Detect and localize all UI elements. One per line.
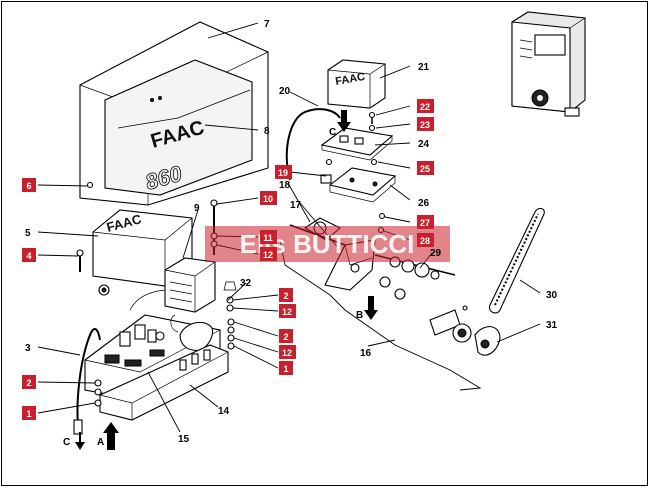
svg-text:28: 28: [420, 236, 430, 246]
svg-text:A: A: [97, 437, 104, 448]
part-label-16: 16: [360, 348, 372, 359]
part-label-2-left: 2: [22, 375, 36, 389]
part-label-1-left: 1: [22, 406, 36, 420]
drive-shaft-29: [374, 254, 472, 343]
svg-text:11: 11: [263, 233, 273, 243]
oil-tank-21: FAAC: [327, 59, 386, 109]
svg-text:12: 12: [263, 250, 273, 260]
svg-text:1: 1: [26, 409, 31, 419]
svg-text:19: 19: [278, 168, 288, 178]
part-label-6: 6: [22, 178, 36, 192]
part-label-22: 22: [417, 99, 434, 113]
part-label-28: 28: [417, 233, 434, 247]
tube-20: [285, 108, 341, 181]
svg-text:27: 27: [420, 218, 430, 228]
cover-housing: FAAC 860: [79, 21, 269, 206]
part-label-17: 17: [290, 200, 302, 211]
part-label-7: 7: [264, 19, 270, 30]
part-label-12-right-a: 12: [279, 304, 296, 318]
transformer-cover: FAAC: [92, 209, 193, 296]
base-plate: [99, 344, 229, 421]
part-label-3: 3: [25, 343, 31, 354]
part-label-1-right: 1: [279, 361, 293, 375]
part-label-27: 27: [417, 215, 434, 229]
part-label-2-right-b: 2: [279, 329, 293, 343]
part-label-2-right-a: 2: [279, 288, 293, 302]
part-label-14: 14: [218, 406, 230, 417]
pump-body-26: [328, 167, 397, 203]
svg-text:2: 2: [283, 332, 288, 342]
part-label-30: 30: [546, 290, 558, 301]
assembly-axis-line: [279, 239, 482, 391]
cover-screw: [86, 181, 94, 189]
cover-plate-24: [320, 127, 394, 161]
svg-text:23: 23: [420, 120, 430, 130]
part-label-25: 25: [417, 161, 434, 175]
part-label-20: 20: [279, 86, 291, 97]
part-label-9: 9: [194, 203, 200, 214]
svg-text:10: 10: [263, 194, 273, 204]
transformer: [129, 257, 216, 313]
svg-text:22: 22: [420, 102, 430, 112]
part-label-19: 19: [275, 165, 292, 179]
svg-text:6: 6: [26, 181, 31, 191]
part-label-5: 5: [25, 228, 31, 239]
svg-text:C: C: [329, 127, 336, 138]
svg-text:2: 2: [26, 378, 31, 388]
part-label-10: 10: [260, 191, 277, 205]
svg-text:12: 12: [282, 307, 292, 317]
svg-text:4: 4: [26, 251, 31, 261]
arrow-b: B: [356, 296, 378, 321]
svg-text:B: B: [356, 310, 363, 321]
arrow-c-pump: C: [329, 110, 351, 138]
part-label-32: 32: [240, 278, 252, 289]
svg-text:12: 12: [282, 348, 292, 358]
svg-text:25: 25: [420, 164, 430, 174]
assembled-operator-thumbnail: [511, 11, 586, 117]
watermark: Elis BUTTICCI: [205, 226, 450, 262]
screw-column-lower: [223, 281, 237, 350]
part-label-26: 26: [418, 198, 430, 209]
part-label-12-upper: 12: [260, 247, 277, 261]
part-label-15: 15: [178, 434, 190, 445]
brand-logo-tank: FAAC: [334, 71, 366, 88]
part-label-11: 11: [260, 230, 277, 244]
svg-text:1: 1: [283, 364, 288, 374]
part-label-21: 21: [418, 62, 430, 73]
part-label-23: 23: [417, 117, 434, 131]
black-part-labels: 7 8 5 9 3 32 15 14 16 17 18 20 21 24 26 …: [25, 19, 558, 445]
leader-lines: [37, 22, 541, 433]
control-board: [84, 314, 221, 401]
svg-text:C: C: [63, 437, 70, 448]
arrow-a: A: [97, 422, 119, 450]
part-label-12-right-b: 12: [279, 345, 296, 359]
part-label-24: 24: [418, 139, 430, 150]
part-label-29: 29: [430, 248, 442, 259]
part-label-4: 4: [22, 248, 36, 262]
part-label-18: 18: [279, 180, 291, 191]
cable: [76, 328, 101, 426]
part-label-31: 31: [546, 320, 558, 331]
belt-30: [488, 207, 545, 314]
svg-text:2: 2: [283, 291, 288, 301]
red-part-labels: 6 4 2 1 10 11 12 2 12 2 12 1 19 22 23 25…: [22, 99, 434, 420]
release-key-31: [474, 326, 501, 356]
arrow-c-left: C: [63, 432, 85, 450]
part-label-8: 8: [264, 126, 270, 137]
